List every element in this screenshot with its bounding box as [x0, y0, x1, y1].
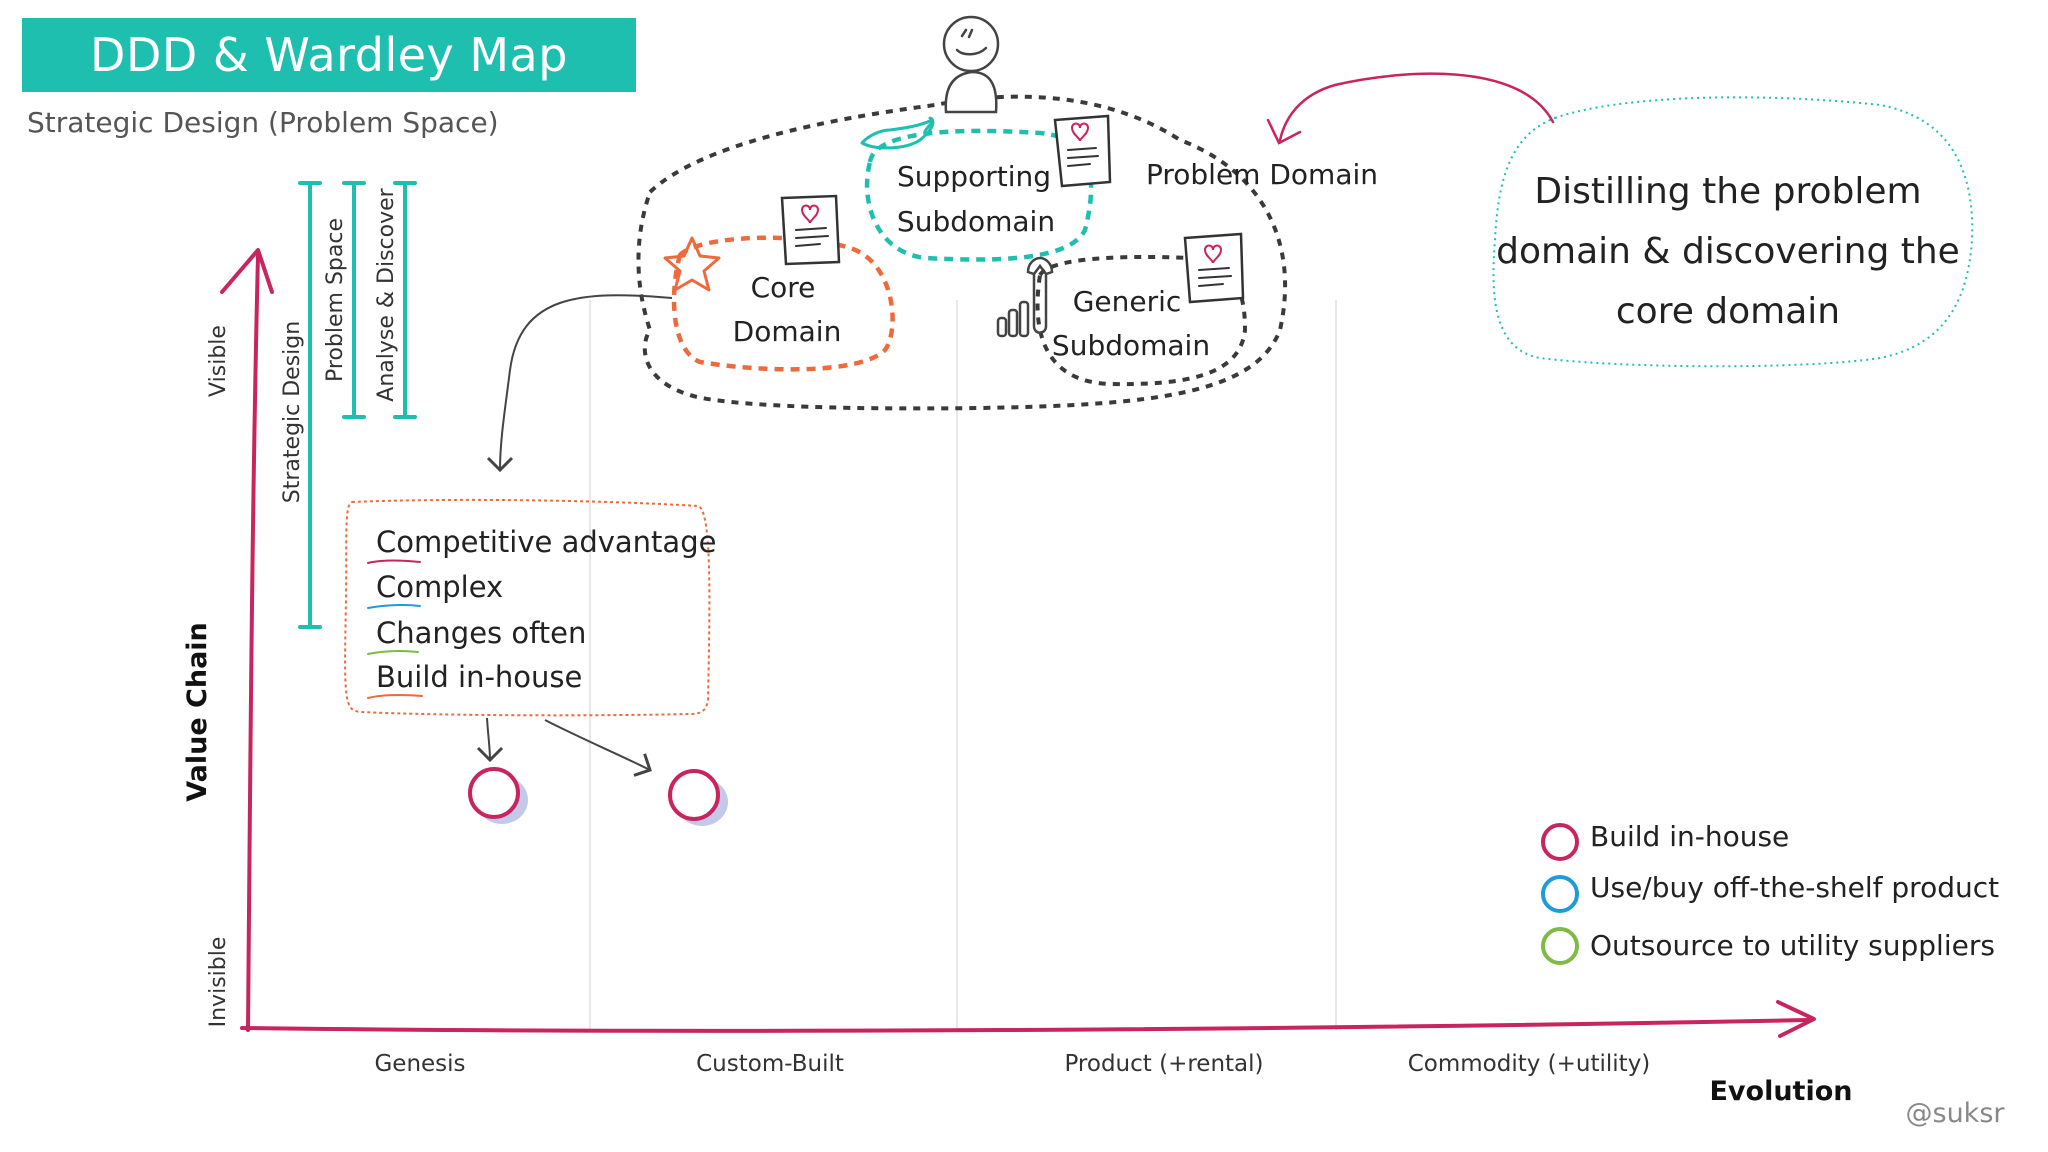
core-domain-label-1: Core [751, 271, 816, 304]
bracket-label-analyse-discover: Analyse & Discover [374, 187, 399, 401]
characteristics-box [344, 498, 711, 717]
evolution-axis [240, 1000, 1816, 1038]
author-credit: @suksr [1906, 1098, 2006, 1129]
generic-subdomain-label-1: Generic [1073, 285, 1182, 318]
y-axis-invisible: Invisible [206, 937, 231, 1028]
document-heart-icon [1183, 232, 1245, 304]
legend-label: Use/buy off-the-shelf product [1590, 871, 1999, 904]
characteristic-changes-often: Changes often [376, 616, 586, 650]
supporting-subdomain-label-1: Supporting [897, 160, 1051, 193]
hand-icon [860, 116, 935, 150]
stage-label-genesis: Genesis [374, 1051, 465, 1077]
evolution-stage-labels: Genesis Custom-Built Product (+rental) C… [374, 1051, 1650, 1077]
person-icon [942, 15, 1000, 114]
bracket-label-strategic-design: Strategic Design [280, 321, 305, 503]
legend-item-off-the-shelf: Use/buy off-the-shelf product [1541, 871, 1999, 913]
characteristic-complex: Complex [376, 570, 503, 604]
supporting-subdomain-label-2: Subdomain [897, 205, 1055, 238]
arrow-to-component-2 [544, 719, 652, 777]
page-title: DDD & Wardley Map [22, 18, 636, 92]
core-domain-boundary [671, 235, 895, 372]
scope-brackets [298, 181, 417, 629]
problem-domain-label: Problem Domain [1146, 158, 1378, 191]
document-heart-icon [780, 194, 841, 266]
document-heart-icon [1053, 114, 1112, 188]
legend-label: Outsource to utility suppliers [1590, 929, 1995, 962]
characteristic-underlines [367, 559, 423, 699]
supporting-subdomain-boundary [864, 128, 1094, 262]
characteristic-competitive-advantage: Competitive advantage [376, 525, 716, 559]
stage-label-commodity: Commodity (+utility) [1408, 1051, 1651, 1077]
legend-item-utility: Outsource to utility suppliers [1541, 927, 1995, 965]
callout-text: Distilling the problem domain & discover… [1496, 171, 1960, 332]
legend: Build in-house Use/buy off-the-shelf pro… [1541, 820, 1999, 965]
stage-label-custom-built: Custom-Built [696, 1051, 844, 1077]
star-icon [663, 236, 721, 292]
callout-line-1: Distilling the problem [1534, 171, 1921, 212]
generic-subdomain-boundary [1035, 254, 1248, 387]
legend-label: Build in-house [1590, 820, 1789, 853]
stage-separators [589, 300, 1337, 1030]
legend-item-build-in-house: Build in-house [1541, 820, 1789, 861]
y-axis-visible: Visible [206, 325, 231, 397]
core-arrow [486, 294, 673, 473]
wrench-icon [996, 256, 1054, 338]
callout-arrow [1266, 72, 1555, 145]
callout-line-3: core domain [1616, 291, 1840, 332]
problem-domain-boundary [636, 94, 1288, 411]
x-axis-label: Evolution [1709, 1076, 1852, 1107]
core-domain-label-2: Domain [733, 315, 842, 348]
characteristic-build-in-house: Build in-house [376, 660, 582, 694]
stage-label-product: Product (+rental) [1064, 1051, 1263, 1077]
generic-subdomain-label-2: Subdomain [1052, 329, 1210, 362]
page-subtitle: Strategic Design (Problem Space) [27, 106, 499, 139]
y-axis-label: Value Chain [182, 622, 213, 802]
component-build-in-house [468, 767, 528, 824]
arrow-to-component-1 [476, 717, 504, 763]
characteristics-list: Competitive advantage Complex Changes of… [376, 525, 716, 694]
callout-line-2: domain & discovering the [1496, 231, 1960, 272]
component-build-in-house [668, 769, 728, 826]
value-chain-axis [220, 248, 274, 1032]
bracket-label-problem-space: Problem Space [323, 218, 348, 382]
